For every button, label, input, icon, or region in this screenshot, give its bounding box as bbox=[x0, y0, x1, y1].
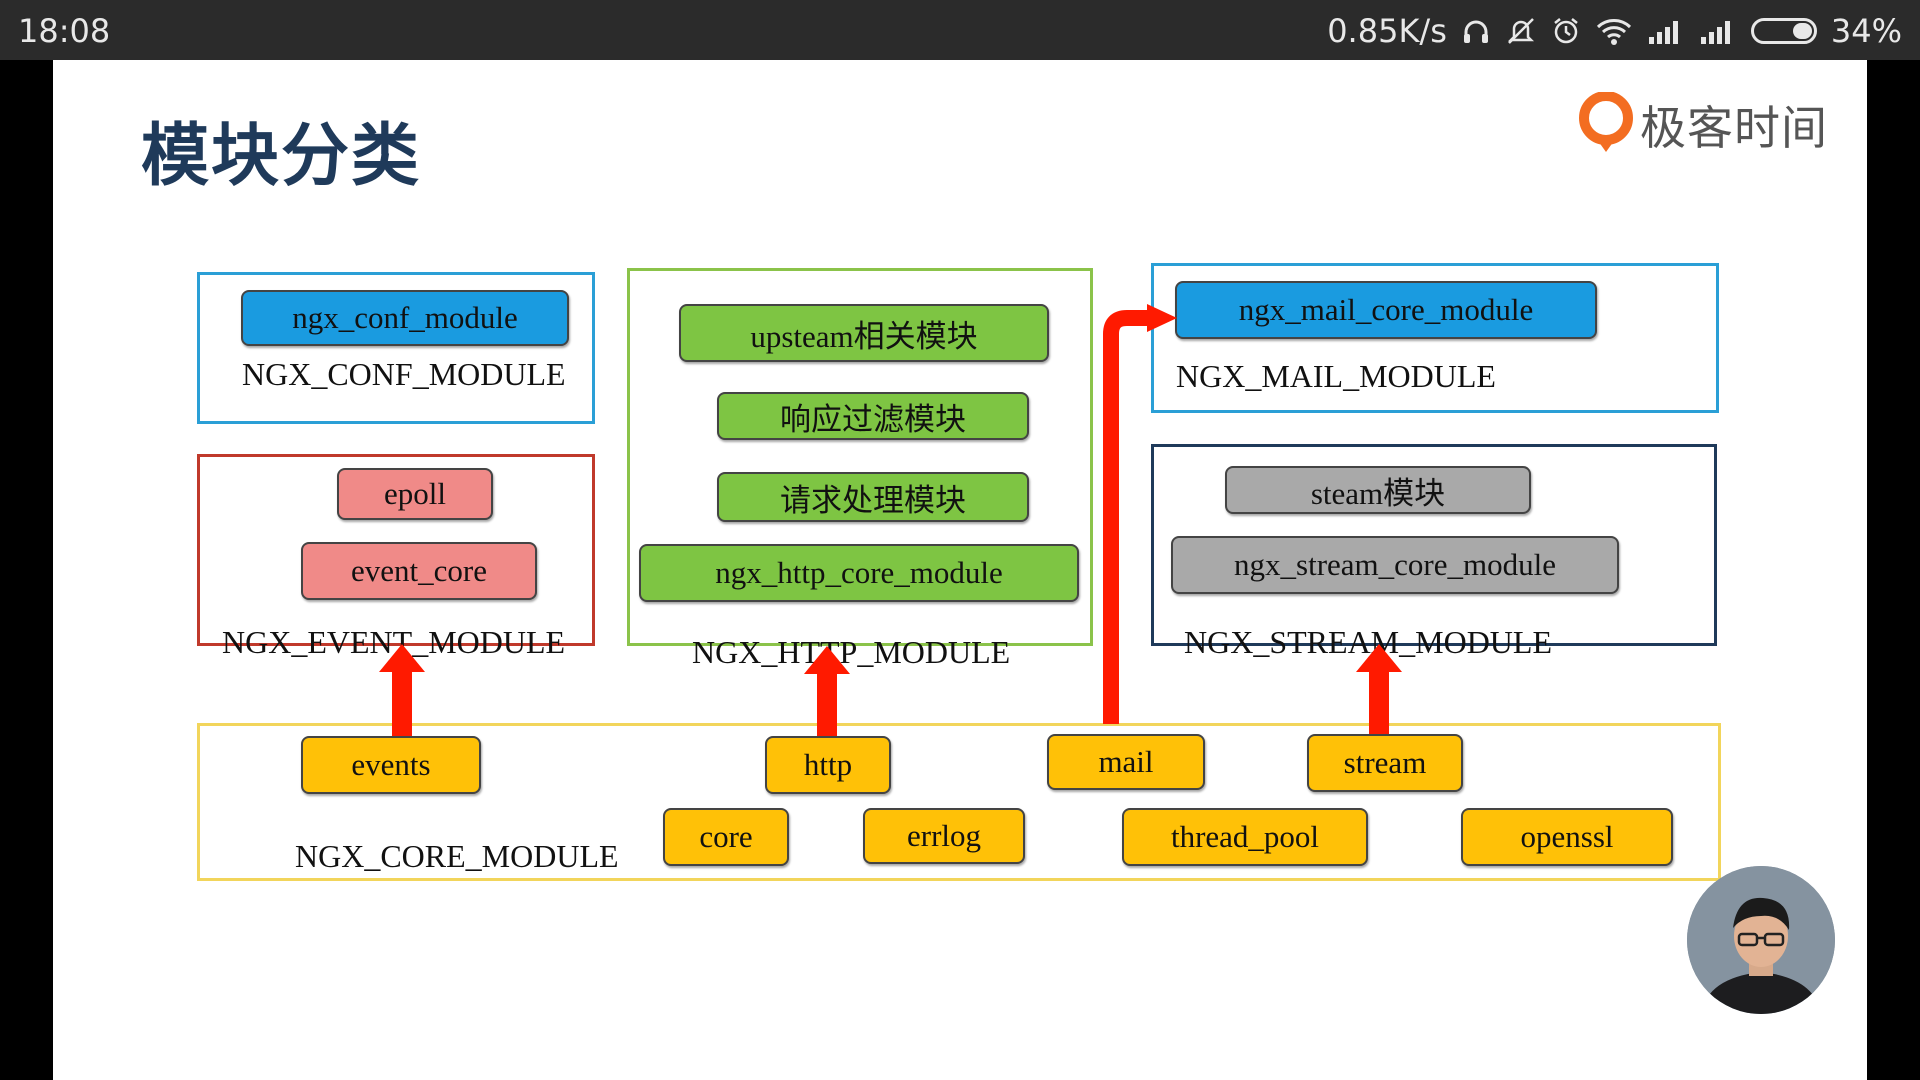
signal-icon bbox=[1647, 17, 1685, 45]
status-time: 18:08 bbox=[18, 12, 111, 50]
geektime-logo-icon bbox=[1578, 91, 1634, 158]
module-ngx-http-core-module: ngx_http_core_module bbox=[639, 544, 1079, 602]
module-thread-pool: thread_pool bbox=[1122, 808, 1368, 866]
module-upstream: upsteam相关模块 bbox=[679, 304, 1049, 362]
battery-percent: 34% bbox=[1830, 12, 1902, 50]
group-core-module bbox=[197, 723, 1721, 881]
headphones-icon bbox=[1461, 16, 1491, 46]
wifi-icon bbox=[1595, 16, 1633, 46]
presenter-icon bbox=[1687, 866, 1835, 1014]
module-event-core: event_core bbox=[301, 542, 537, 600]
battery-icon bbox=[1750, 18, 1817, 44]
group-label-core: NGX_CORE_MODULE bbox=[295, 838, 619, 874]
module-ngx-conf-module: ngx_conf_module bbox=[241, 290, 569, 346]
module-stream-core: stream bbox=[1307, 734, 1463, 792]
slide: 模块分类 极客时间 ngx_conf_module NGX_CONF_MODUL… bbox=[53, 60, 1867, 1080]
group-conf-module bbox=[197, 272, 595, 424]
signal-icon bbox=[1699, 17, 1737, 45]
brand-name: 极客时间 bbox=[1640, 101, 1828, 155]
module-ngx-stream-core-module: ngx_stream_core_module bbox=[1171, 536, 1619, 594]
group-label-mail: NGX_MAIL_MODULE bbox=[1176, 358, 1496, 394]
mute-icon bbox=[1505, 15, 1537, 47]
module-epoll: epoll bbox=[337, 468, 493, 520]
status-bar: 18:08 0.85K/s 34% bbox=[0, 0, 1920, 60]
group-label-http: NGX_HTTP_MODULE bbox=[692, 634, 1011, 670]
group-label-stream: NGX_STREAM_MODULE bbox=[1184, 624, 1552, 660]
module-events: events bbox=[301, 736, 481, 794]
network-speed: 0.85K/s bbox=[1327, 12, 1447, 50]
group-http-module bbox=[627, 268, 1093, 646]
group-mail-module bbox=[1151, 263, 1719, 413]
module-errlog: errlog bbox=[863, 808, 1025, 864]
module-stream: steam模块 bbox=[1225, 466, 1531, 514]
brand-logo: 极客时间 bbox=[1578, 91, 1828, 158]
module-response-filter: 响应过滤模块 bbox=[717, 392, 1029, 440]
group-label-event: NGX_EVENT_MODULE bbox=[222, 624, 566, 660]
module-mail: mail bbox=[1047, 734, 1205, 790]
slide-title: 模块分类 bbox=[141, 117, 422, 196]
module-core: core bbox=[663, 808, 789, 866]
module-ngx-mail-core-module: ngx_mail_core_module bbox=[1175, 281, 1597, 339]
group-stream-module bbox=[1151, 444, 1717, 646]
module-request-handler: 请求处理模块 bbox=[717, 472, 1029, 522]
alarm-icon bbox=[1551, 16, 1581, 46]
status-icons: 0.85K/s 34% bbox=[1327, 12, 1902, 50]
presenter-video-avatar[interactable] bbox=[1687, 866, 1835, 1014]
module-http: http bbox=[765, 736, 891, 794]
group-label-conf: NGX_CONF_MODULE bbox=[242, 356, 566, 392]
module-openssl: openssl bbox=[1461, 808, 1673, 866]
